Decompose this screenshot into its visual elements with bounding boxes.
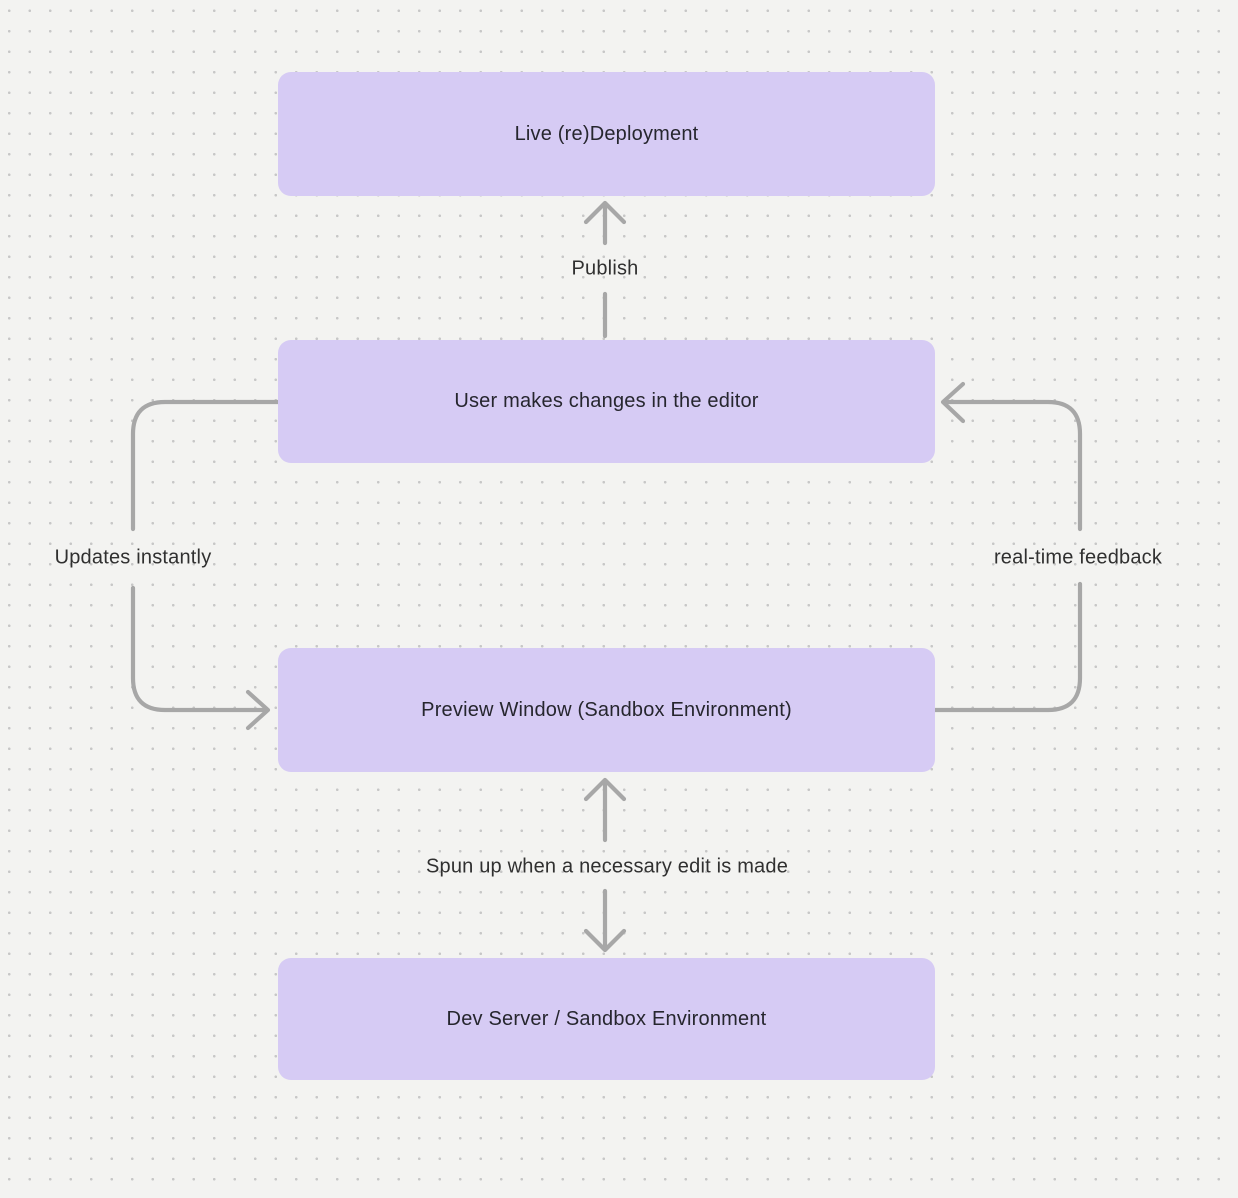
node-label: Preview Window (Sandbox Environment): [421, 698, 792, 721]
node-live-redeployment[interactable]: Live (re)Deployment: [278, 72, 935, 196]
node-label: Dev Server / Sandbox Environment: [446, 1007, 767, 1030]
node-label: Live (re)Deployment: [514, 122, 699, 145]
arrowhead-down-icon: [583, 928, 627, 953]
edge-label-realtime-feedback: real-time feedback: [993, 546, 1163, 569]
node-preview-window[interactable]: Preview Window (Sandbox Environment): [278, 648, 935, 772]
edge-label-publish: Publish: [571, 257, 639, 280]
edge-label-spun-up: Spun up when a necessary edit is made: [425, 855, 789, 878]
node-label: User makes changes in the editor: [454, 390, 759, 412]
node-user-editor[interactable]: User makes changes in the editor: [278, 340, 935, 463]
arrowhead-right-icon: [245, 689, 271, 731]
arrowhead-up-icon: [583, 777, 627, 802]
arrowhead-up-icon: [583, 200, 627, 225]
node-dev-server[interactable]: Dev Server / Sandbox Environment: [278, 958, 935, 1080]
edge-label-updates-instantly: Updates instantly: [54, 546, 212, 569]
arrowhead-left-icon: [940, 381, 966, 424]
